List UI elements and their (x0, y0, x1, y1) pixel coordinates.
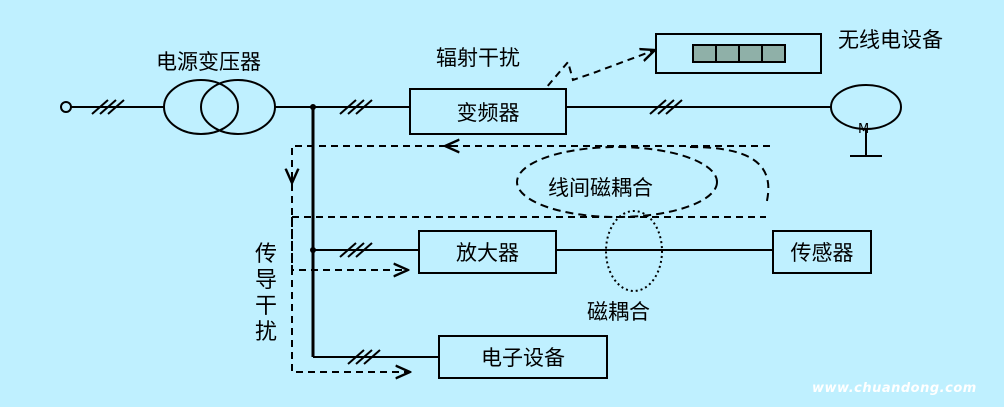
three-phase-tick-motor (649, 99, 683, 115)
display-segment (762, 46, 784, 61)
amplifier-box: 放大器 (418, 230, 557, 274)
transformer-primary-coil (163, 79, 239, 135)
line-coupling-arc (689, 146, 770, 206)
conducted-interference-label: 传 导 干 扰 (254, 242, 277, 345)
conducted-amplifier-path (291, 217, 408, 270)
radiated-interference-arrow (539, 50, 655, 96)
transformer-label: 电源变压器 (156, 50, 261, 74)
inverter-label: 变频器 (456, 100, 520, 125)
input-terminal (60, 101, 72, 113)
wireless-device-box (655, 33, 822, 74)
sensor-label: 传感器 (790, 241, 854, 265)
watermark: www.chuandong.com (812, 381, 977, 396)
three-phase-tick-input (91, 99, 125, 115)
three-phase-tick-electronic (347, 349, 381, 365)
inverter-box: 变频器 (409, 88, 567, 135)
line-coupling-loop (516, 146, 718, 218)
amplifier-label: 放大器 (456, 241, 519, 265)
radiated-interference-label: 辐射干扰 (436, 46, 520, 70)
line-coupling-label: 线间磁耦合 (548, 176, 653, 200)
three-phase-tick-bus (339, 99, 373, 115)
wireless-device-label: 无线电设备 (838, 28, 943, 52)
display-segment (693, 46, 717, 61)
display-segment (739, 46, 763, 61)
electronic-device-label: 电子设备 (481, 346, 565, 370)
three-phase-tick-amplifier (339, 242, 373, 258)
motor-label: M (858, 122, 870, 137)
sensor-box: 传感器 (772, 230, 872, 274)
magnetic-coupling-ring (605, 210, 663, 292)
magnetic-coupling-label: 磁耦合 (587, 300, 650, 324)
display-segment (716, 46, 740, 61)
wireless-device-display (691, 44, 786, 63)
electronic-device-box: 电子设备 (438, 335, 608, 379)
